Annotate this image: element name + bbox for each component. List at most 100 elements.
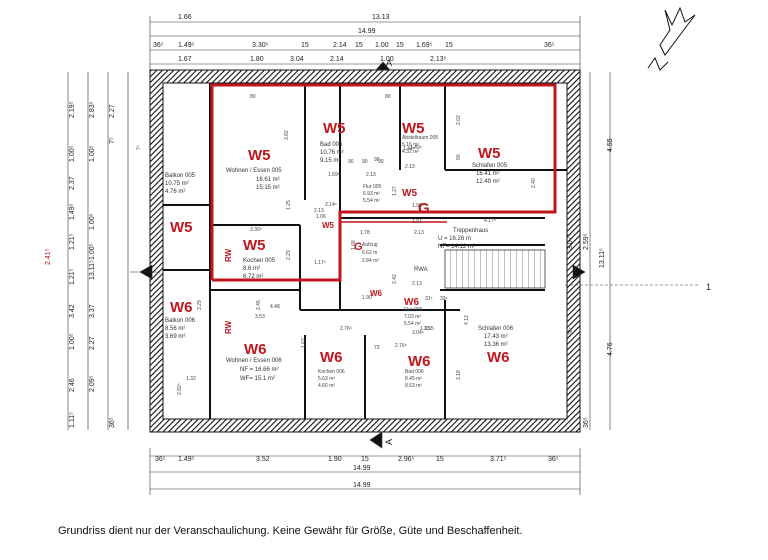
room-area: 8.56 m² [165,326,185,332]
dim-label: 3.29 [197,300,203,310]
outer-walls [149,69,581,433]
room-area: WF= 15.1 m² [240,376,275,382]
red-unit-boundary [210,83,557,282]
dim-label: 2.02 [456,115,462,125]
dim-label: 2.40 [531,178,537,188]
room-area: 8.6 m² [243,266,260,272]
room-name: RWA [414,267,428,273]
dim-label: 3.04 [290,56,304,63]
dim-label: 2.41⁵ [45,248,52,265]
dim-label: 1.66 [178,14,192,21]
dim-label: 36⁵ [583,417,590,428]
unit-label-w5: W5 [402,120,425,137]
dim-label: 90 [374,157,380,163]
dim-label: 4.17⁵ [484,218,496,224]
room-labels: Wohnen / Essen 005 16.61 m² 15.15 m² Bad… [165,135,514,389]
dim-label: 2.14 [333,42,347,49]
dim-label: 1.49⁵ [178,42,195,49]
dim-label: 1.06 [316,214,326,220]
dim-label: 3.30⁵ [252,42,269,49]
room-area: 8.45 m² [405,376,422,382]
room-name: Kochen 006 [318,369,345,375]
room-name: Balkon 006 [165,318,196,324]
dim-label: 1.96⁵ [412,203,424,209]
dim-label: 2.42 [392,274,398,284]
dim-label: 80 [385,94,391,100]
dim-label: 1.32 [186,376,196,382]
dim-label: 1.25 [286,200,292,210]
dim-label: 3.52 [256,456,270,463]
dim-label: 15 [436,456,444,463]
dim-label: 2.76⁵ [395,343,407,349]
dim-label: 7⁵ [136,145,142,150]
dim-label: 1.69⁵ [328,172,340,178]
staircase [444,249,546,289]
room-area: 4.32 m² [402,149,419,155]
room-area: 10.75 m² [165,181,189,187]
dim-label: 1.49⁵ [178,456,195,463]
dim-label: 2.19⁵ [69,101,76,118]
dim-label: 90 [362,159,368,165]
dim-label: 1.00⁵ [89,213,96,230]
dim-label: 1.69⁵ [416,42,433,49]
dim-label: 2.83⁵ [89,101,96,118]
top-dimension-lines [149,16,581,70]
dim-label: 36⁵ [109,417,116,428]
room-name: Bad 005 [320,142,343,148]
unit-label-w6: W6 [370,289,383,298]
bottom-dimension-lines [149,448,581,495]
dim-label: 4.55 [607,138,614,152]
dim-label: 1.17⁵ [314,260,326,266]
dim-label: 1.67 [178,56,192,63]
dim-label: 1.00⁵ [69,145,76,162]
unit-label-rw: RW [224,248,233,262]
axis-markers [130,61,700,449]
room-area: 16.61 m² [256,177,280,183]
room-area: 12.49 m² [476,179,500,185]
dim-label: 1.90 [328,456,342,463]
dim-label: 90 [378,159,384,165]
dim-label: 1.04 [412,219,422,225]
unit-label-rw: RW [224,320,233,334]
dim-label: 2.14 [330,56,344,63]
room-area: 8.63 m² [405,383,422,389]
dim-label: 3.07⁵ [567,233,574,250]
dim-label: 14.99 [353,465,371,472]
unit-label-g: G [354,241,363,253]
dim-label: 14.99 [353,482,371,489]
dim-label: 3.18 [456,370,462,380]
dim-label: 3.53 [255,314,265,320]
room-name: Wohnen / Essen 005 [226,168,282,174]
unit-label-w5: W5 [402,188,417,199]
unit-label-w6: W6 [320,349,343,366]
dim-label: 2.09⁵ [89,375,96,392]
dim-label: 3.82 [284,130,290,140]
dim-label: 73 [374,345,380,351]
axis-label: 1 [706,282,711,292]
dim-label: 2.27 [109,104,116,118]
room-area: 5.16 m² [402,142,419,148]
dim-label: 80 [250,94,256,100]
dim-label: 1.00⁵ [89,243,96,260]
dim-label: 2.96⁵ [398,456,415,463]
dim-label: 1.27 [392,186,398,196]
dim-label: 15 [361,456,369,463]
dim-label: 1.00⁵ [69,333,76,350]
inner-dimension-labels: 4.48 3.82 3.30⁵ 3.53 2.29 1.25 1.06 2.13… [136,94,574,395]
dim-label: 13.11⁵ [599,248,606,268]
room-name: Schlafen 006 [478,326,514,332]
dim-label: 1.44⁵ [403,146,415,152]
dim-label: 15 [355,42,363,49]
room-area: 7.03 m² [404,314,421,320]
dim-label: 90 [348,159,354,165]
dim-label: 36⁵ [153,42,164,49]
dim-label: 1.00 [375,42,389,49]
dim-label: 1.21⁵ [69,268,76,285]
top-dimension-labels: 1.66 13.13 14.99 36⁵ 1.49⁵ 3.30⁵ 15 2.14… [153,14,555,63]
dim-label: 36⁵ [155,456,166,463]
dim-label: 13.11⁵ [89,260,96,280]
room-area: 13.36 m² [484,342,508,348]
section-label-a: A [384,439,394,445]
dim-label: 1.62 [301,338,307,348]
unit-label-w5: W5 [323,120,346,137]
